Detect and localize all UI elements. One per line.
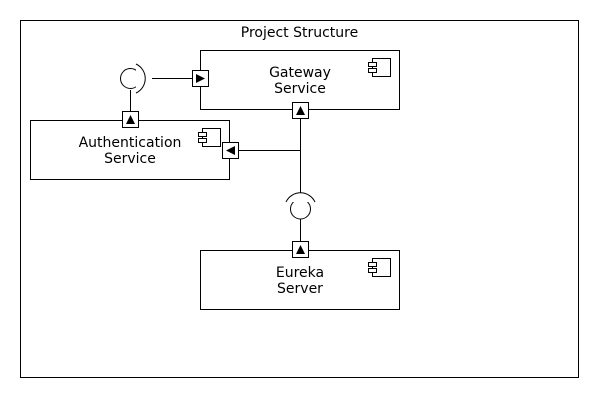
eureka-component-icon [368,258,391,277]
port-gateway-left [192,70,209,87]
gateway-service-label: Gateway Service [269,65,331,97]
authentication-service-label: Authentication Service [78,135,182,167]
gateway-component-icon [368,58,391,77]
port-gateway-bottom [292,102,309,119]
authentication-service-component: Authentication Service [30,120,230,180]
required-interface-auth-gateway [120,63,146,94]
auth-component-icon [198,128,221,147]
eureka-server-label: Eureka Server [275,265,325,297]
diagram-title: Project Structure [240,25,359,41]
port-auth-top [122,111,139,128]
port-auth-right [222,142,239,159]
gateway-service-component: Gateway Service [200,50,400,110]
required-interface-eureka [285,192,316,220]
port-eureka-top [292,241,309,258]
